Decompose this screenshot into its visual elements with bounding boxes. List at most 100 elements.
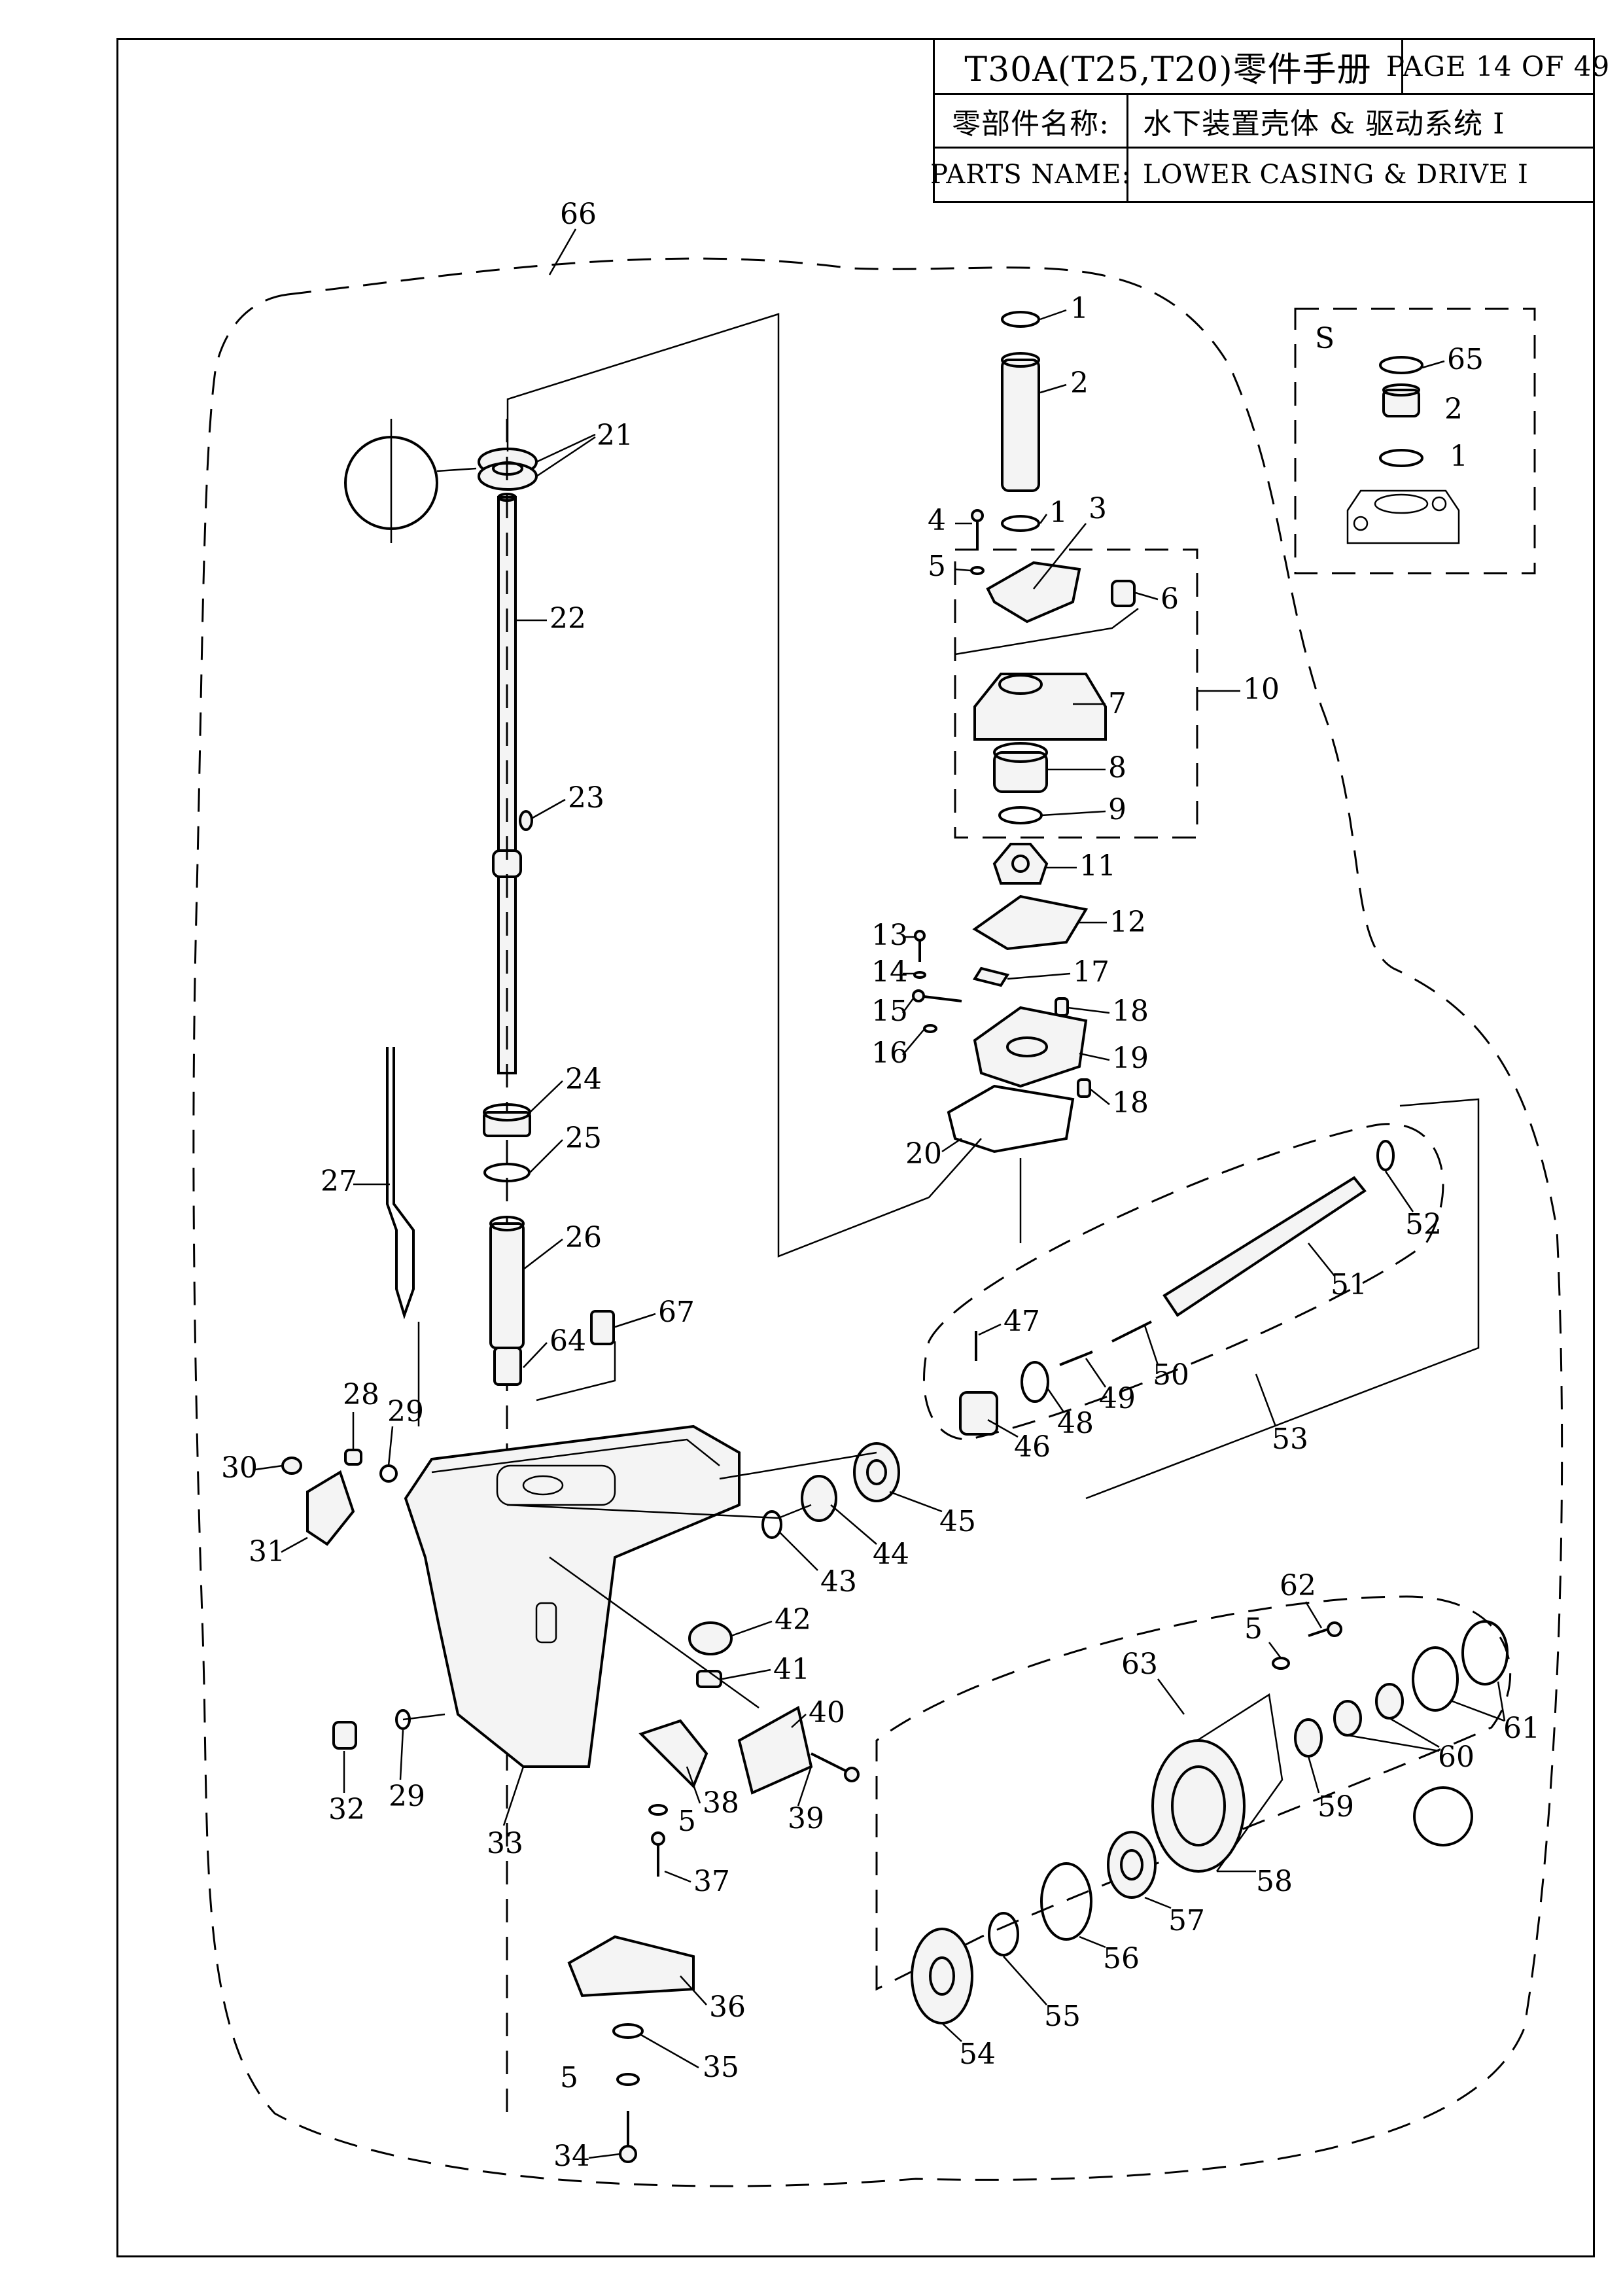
callout-65: 65	[1447, 343, 1484, 376]
dowel-18-top	[1055, 997, 1069, 1017]
inset-s-box	[1294, 308, 1536, 574]
water-tube-2	[1001, 352, 1040, 492]
o-ring-56	[1040, 1862, 1092, 1941]
propeller-shaft-51	[1162, 1176, 1367, 1317]
washer-5-top	[970, 566, 985, 575]
callout-41: 41	[773, 1653, 810, 1686]
callout-19: 19	[1112, 1042, 1149, 1075]
callout-34: 34	[553, 2140, 590, 2173]
gasket-29-upper	[379, 1464, 398, 1483]
page-frame	[116, 38, 1595, 2257]
bearing-57	[1107, 1831, 1157, 1899]
inset-housing	[1346, 489, 1460, 544]
o-ring-9	[998, 806, 1043, 824]
bolt-4	[971, 509, 984, 550]
callout-15: 15	[871, 995, 908, 1028]
plug-32	[332, 1721, 357, 1750]
callout-63: 63	[1121, 1648, 1158, 1681]
callout-16: 16	[871, 1036, 908, 1070]
housing-kit-63	[875, 1595, 1512, 1991]
assembly-reference-lines	[417, 313, 1480, 1709]
callout-1: 1	[1450, 440, 1468, 473]
callout-13: 13	[871, 919, 908, 952]
o-ring-1-top	[1001, 311, 1040, 328]
parts-name-en-value: LOWER CASING & DRIVE I	[1143, 160, 1529, 190]
callout-40: 40	[809, 1696, 845, 1729]
bearing-44	[801, 1475, 837, 1522]
callout-23: 23	[568, 781, 604, 815]
callout-24: 24	[565, 1063, 602, 1096]
callout-2: 2	[1070, 366, 1089, 400]
callout-47: 47	[1003, 1305, 1040, 1338]
callout-17: 17	[1073, 955, 1109, 989]
shim-43	[761, 1510, 782, 1539]
callout-8: 8	[1108, 751, 1126, 785]
bolt-28	[344, 1449, 362, 1466]
callout-42: 42	[775, 1603, 811, 1636]
callout-6: 6	[1161, 582, 1179, 616]
bolt-34	[619, 2111, 637, 2163]
model-title: T30A(T25,T20)零件手册	[935, 40, 1403, 95]
o-rings-61	[1412, 1620, 1509, 1712]
callout-5: 5	[1244, 1612, 1263, 1646]
shaft-kit-53	[923, 1123, 1444, 1441]
callout-26: 26	[565, 1221, 602, 1254]
spring-50	[1111, 1320, 1152, 1343]
washer-5-right	[1272, 1657, 1290, 1670]
inset-o-ring-1	[1379, 449, 1423, 467]
bolt-37	[651, 1831, 665, 1877]
callout-27: 27	[321, 1165, 357, 1198]
callout-1: 1	[1070, 292, 1089, 325]
pin-23	[519, 810, 533, 831]
callout-56: 56	[1103, 1942, 1140, 1975]
bolt-62	[1308, 1621, 1342, 1637]
seals-60	[1333, 1683, 1404, 1737]
dowel-18-bottom	[1077, 1078, 1091, 1098]
shim-55	[988, 1912, 1019, 1956]
parts-name-en-label: PARTS NAME:	[930, 149, 1130, 201]
pump-housing-7	[973, 673, 1107, 741]
callout-3: 3	[1089, 492, 1107, 525]
callout-18: 18	[1112, 995, 1149, 1028]
callout-45: 45	[939, 1505, 976, 1538]
callout-4: 4	[928, 504, 946, 537]
callout-39: 39	[788, 1802, 824, 1835]
leader-lines	[254, 228, 1506, 2159]
callout-29: 29	[387, 1395, 424, 1428]
washer-16	[923, 1024, 937, 1033]
callout-52: 52	[1405, 1208, 1442, 1241]
page-number: PAGE 14 OF 49	[1386, 40, 1609, 95]
callout-7: 7	[1108, 687, 1126, 720]
grommet-6	[1111, 580, 1136, 607]
bushing-64	[493, 1347, 522, 1386]
callout-51: 51	[1331, 1268, 1367, 1301]
callout-18: 18	[1112, 1086, 1149, 1120]
inset-o-ring-65	[1379, 356, 1423, 374]
callout-53: 53	[1272, 1422, 1308, 1456]
callout-58: 58	[1256, 1865, 1293, 1898]
bushing-67	[590, 1310, 615, 1345]
washer-35	[612, 2023, 644, 2039]
callout-37: 37	[693, 1865, 730, 1898]
gear-45	[853, 1442, 900, 1502]
callout-25: 25	[565, 1122, 602, 1155]
o-ring-48	[1021, 1361, 1049, 1403]
callout-33: 33	[487, 1827, 523, 1860]
callout-60: 60	[1438, 1740, 1475, 1774]
plate-3	[986, 561, 1081, 624]
callout-55: 55	[1044, 2000, 1081, 2033]
anode-40	[737, 1705, 813, 1795]
impeller-11	[992, 843, 1049, 885]
callout-43: 43	[820, 1565, 857, 1598]
washer-5-mid	[648, 1804, 668, 1816]
washer-52	[1376, 1140, 1395, 1171]
callout-14: 14	[871, 955, 908, 989]
callout-5: 5	[928, 550, 946, 583]
trim-tab-38	[638, 1719, 708, 1789]
callout-48: 48	[1057, 1407, 1094, 1440]
detail-circle-60	[1413, 1786, 1473, 1846]
o-ring-1-bottom	[1001, 515, 1040, 532]
callout-11: 11	[1079, 849, 1116, 883]
clutch-46	[959, 1391, 998, 1436]
